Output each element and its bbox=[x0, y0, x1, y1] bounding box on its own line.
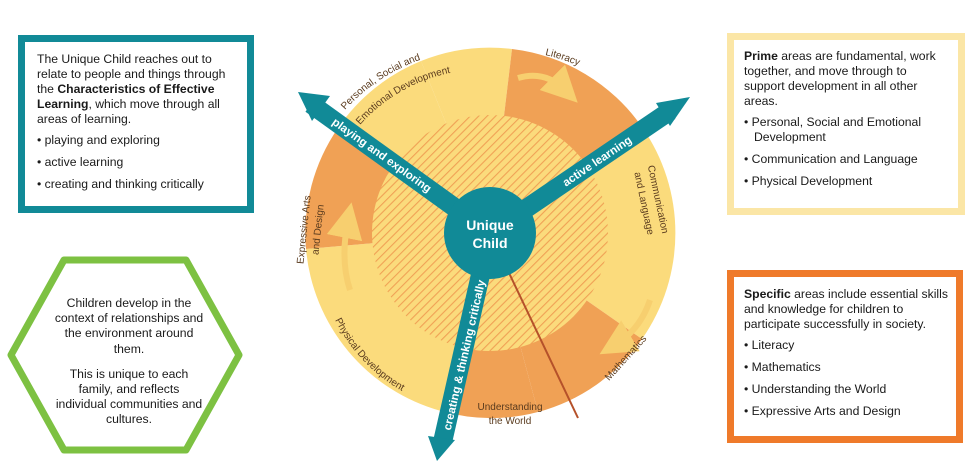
curved-arrow-icon bbox=[517, 64, 578, 103]
hexagon-text: Children develop in the context of relat… bbox=[54, 296, 204, 438]
list-item: active learning bbox=[37, 155, 237, 170]
specific-description: Specific areas include essential skills … bbox=[744, 287, 948, 331]
hexagon-paragraph-1: Children develop in the context of relat… bbox=[54, 296, 204, 356]
list-item: Communication and Language bbox=[744, 152, 950, 167]
prime-list: Personal, Social and Emotional Developme… bbox=[744, 115, 950, 189]
characteristics-list: playing and exploring active learning cr… bbox=[37, 133, 237, 192]
prime-description: Prime areas are fundamental, work togeth… bbox=[744, 49, 936, 108]
arrow-creating-head bbox=[428, 436, 455, 461]
segment-label-understanding-2: the World bbox=[489, 416, 532, 427]
list-item: Understanding the World bbox=[744, 382, 948, 397]
center-label-line2: Child bbox=[473, 235, 508, 251]
arrow-playing-head bbox=[298, 92, 330, 121]
center-label-line1: Unique bbox=[466, 217, 514, 233]
prime-areas-box: Prime areas are fundamental, work togeth… bbox=[727, 33, 965, 215]
list-item: Expressive Arts and Design bbox=[744, 404, 948, 419]
list-item: playing and exploring bbox=[37, 133, 237, 148]
list-item: Literacy bbox=[744, 338, 948, 353]
hexagon-outline bbox=[7, 256, 243, 454]
curved-arrow-icon bbox=[599, 299, 653, 355]
segment-label-understanding-1: Understanding bbox=[477, 402, 542, 413]
curved-arrow-icon bbox=[326, 202, 363, 291]
characteristics-description: The Unique Child reaches out to relate t… bbox=[37, 52, 226, 126]
characteristics-box: The Unique Child reaches out to relate t… bbox=[18, 35, 254, 213]
list-item: creating and thinking critically bbox=[37, 177, 237, 192]
hexagon-paragraph-2: This is unique to each family, and refle… bbox=[55, 366, 203, 427]
list-item: Personal, Social and Emotional Developme… bbox=[744, 115, 950, 145]
list-item: Physical Development bbox=[744, 174, 950, 189]
specific-list: Literacy Mathematics Understanding the W… bbox=[744, 338, 948, 419]
unique-child-center bbox=[444, 187, 536, 279]
learning-wheel: playing and exploring active learning cr… bbox=[295, 47, 690, 461]
arrow-active-head bbox=[656, 97, 690, 126]
specific-areas-box: Specific areas include essential skills … bbox=[727, 270, 963, 443]
list-item: Mathematics bbox=[744, 360, 948, 375]
segment-label-expressive-2: and Design bbox=[310, 204, 326, 255]
